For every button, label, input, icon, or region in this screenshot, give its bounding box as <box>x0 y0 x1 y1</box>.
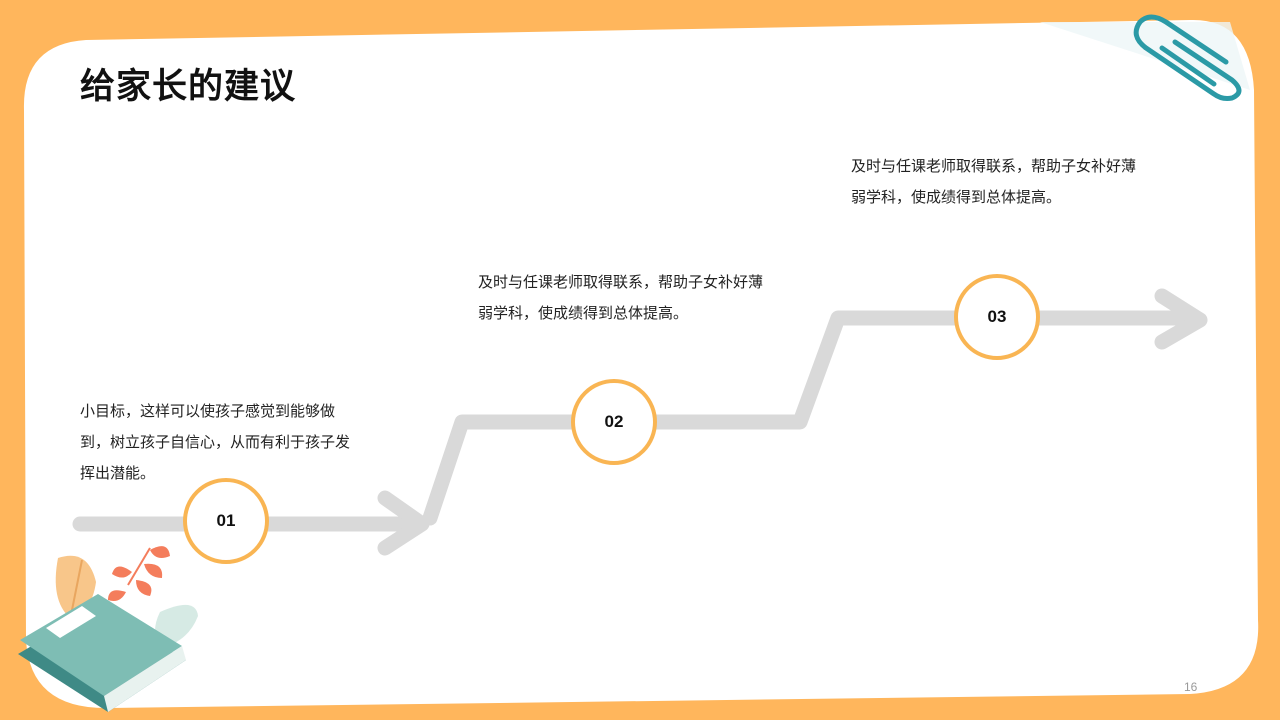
step-1-badge: 01 <box>183 478 269 564</box>
paperclip-icon <box>1133 14 1242 101</box>
page-number: 16 <box>1184 680 1198 694</box>
page-title: 给家长的建议 <box>80 67 297 107</box>
step-2-badge: 02 <box>571 379 657 465</box>
content-card <box>23 19 1259 709</box>
book-plant-illustration <box>18 546 198 712</box>
step-3-description: 及时与任课老师取得联系，帮助子女补好薄弱学科，使成绩得到总体提高。 <box>851 157 1137 206</box>
step-3-badge: 03 <box>954 274 1040 360</box>
step-2-description: 及时与任课老师取得联系，帮助子女补好薄弱学科，使成绩得到总体提高。 <box>478 273 764 322</box>
step-1-description: 小目标，这样可以使孩子感觉到能够做到，树立孩子自信心，从而有利于孩子发挥出潜能。 <box>80 402 351 482</box>
